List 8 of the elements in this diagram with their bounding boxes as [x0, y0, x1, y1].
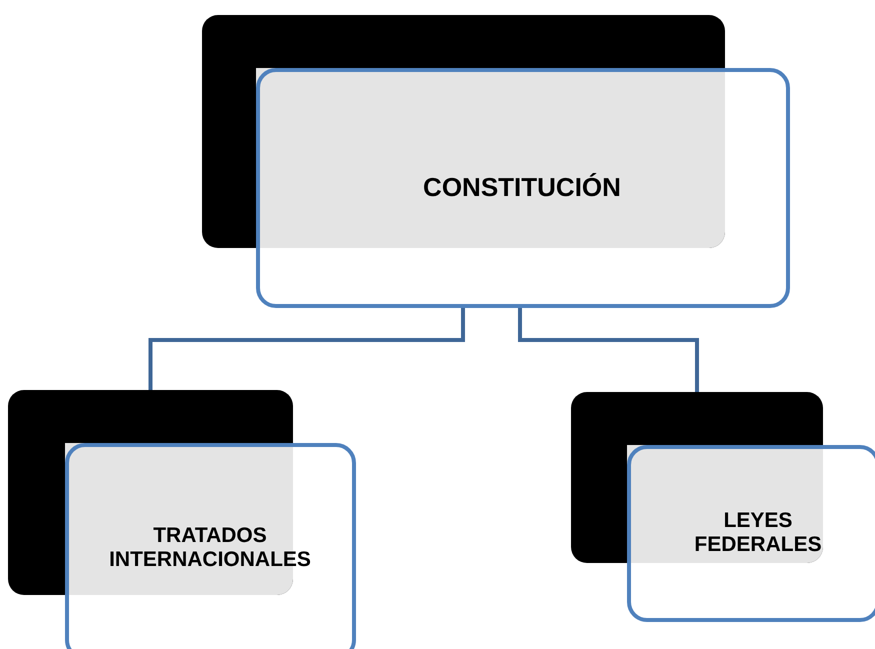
connector-line [518, 308, 699, 392]
shadowed-box [8, 390, 356, 649]
shadowed-box [571, 392, 875, 622]
box-label: TRATADOS INTERNACIONALES [108, 524, 312, 572]
box-label: CONSTITUCIÓN [423, 173, 621, 203]
box-label: LEYES FEDERALES [693, 508, 823, 558]
shadowed-box [202, 15, 790, 308]
connector-line [148, 308, 465, 390]
